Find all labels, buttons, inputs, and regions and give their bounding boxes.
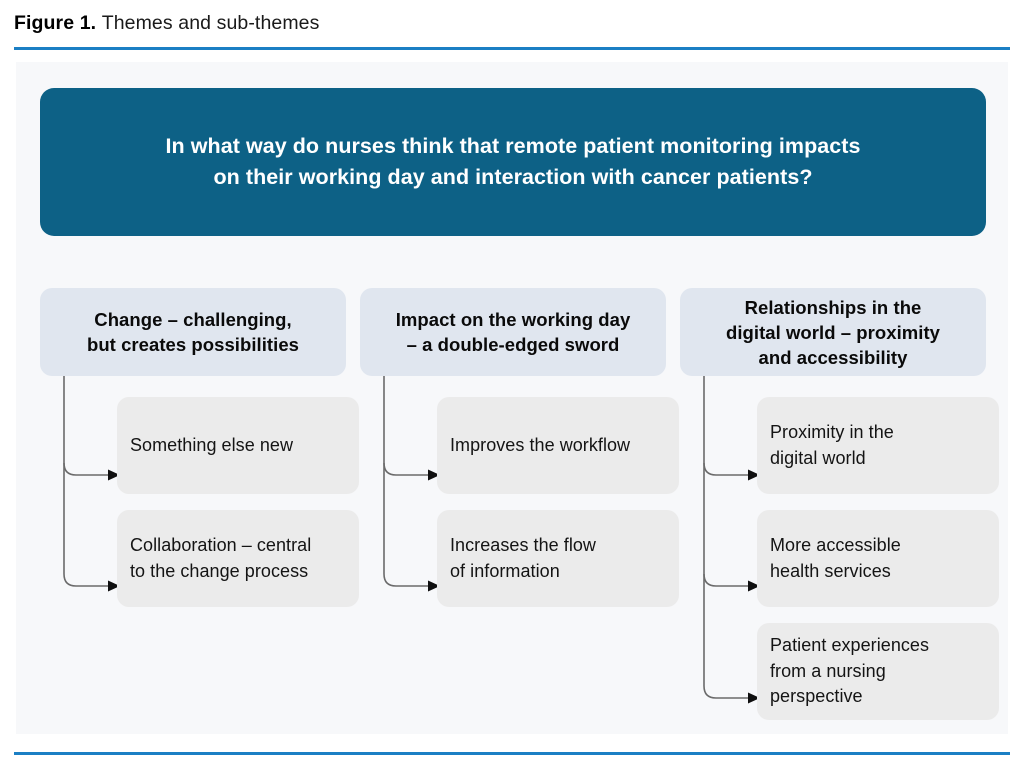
research-question-text: In what way do nurses think that remote … [165,134,861,189]
subtheme-text: Collaboration – central to the change pr… [130,535,312,581]
subtheme-text: Patient experiences from a nursing persp… [770,635,930,707]
subtheme-box[interactable]: Proximity in the digital world [757,397,999,494]
top-divider-rule [14,47,1010,50]
figure-label: Figure 1. [14,12,102,34]
theme-header-2[interactable]: Impact on the working day – a double-edg… [360,288,666,376]
subtheme-stack-1: Something else new Collaboration – centr… [40,397,359,607]
subtheme-box[interactable]: Collaboration – central to the change pr… [117,510,359,607]
subtheme-text: More accessible health services [770,535,901,581]
subtheme-stack-2: Improves the workflow Increases the flow… [360,397,679,607]
subtheme-box[interactable]: More accessible health services [757,510,999,607]
subtheme-text: Proximity in the digital world [770,422,894,468]
theme-column-3: Relationships in the digital world – pro… [680,288,999,720]
subtheme-stack-3: Proximity in the digital world More acce… [680,397,999,720]
research-question-box: In what way do nurses think that remote … [40,88,986,236]
subtheme-box[interactable]: Increases the flow of information [437,510,679,607]
diagram-panel: In what way do nurses think that remote … [16,62,1008,734]
theme-header-1-text: Change – challenging, but creates possib… [86,309,299,355]
subtheme-box[interactable]: Patient experiences from a nursing persp… [757,623,999,720]
subtheme-box[interactable]: Something else new [117,397,359,494]
theme-header-2-text: Impact on the working day – a double-edg… [395,309,631,355]
figure-caption-text: Themes and sub-themes [101,12,320,34]
theme-header-1[interactable]: Change – challenging, but creates possib… [40,288,346,376]
theme-column-2: Impact on the working day – a double-edg… [360,288,679,607]
subtheme-text: Increases the flow of information [450,535,596,581]
bottom-divider-rule [14,752,1010,755]
subtheme-text: Improves the workflow [450,434,631,455]
subtheme-box[interactable]: Improves the workflow [437,397,679,494]
subtheme-text: Something else new [130,434,293,455]
theme-column-1: Change – challenging, but creates possib… [40,288,359,607]
theme-header-3-text: Relationships in the digital world – pro… [725,296,941,368]
figure-caption: Figure 1. Themes and sub-themes [14,10,1004,36]
theme-header-3[interactable]: Relationships in the digital world – pro… [680,288,986,376]
